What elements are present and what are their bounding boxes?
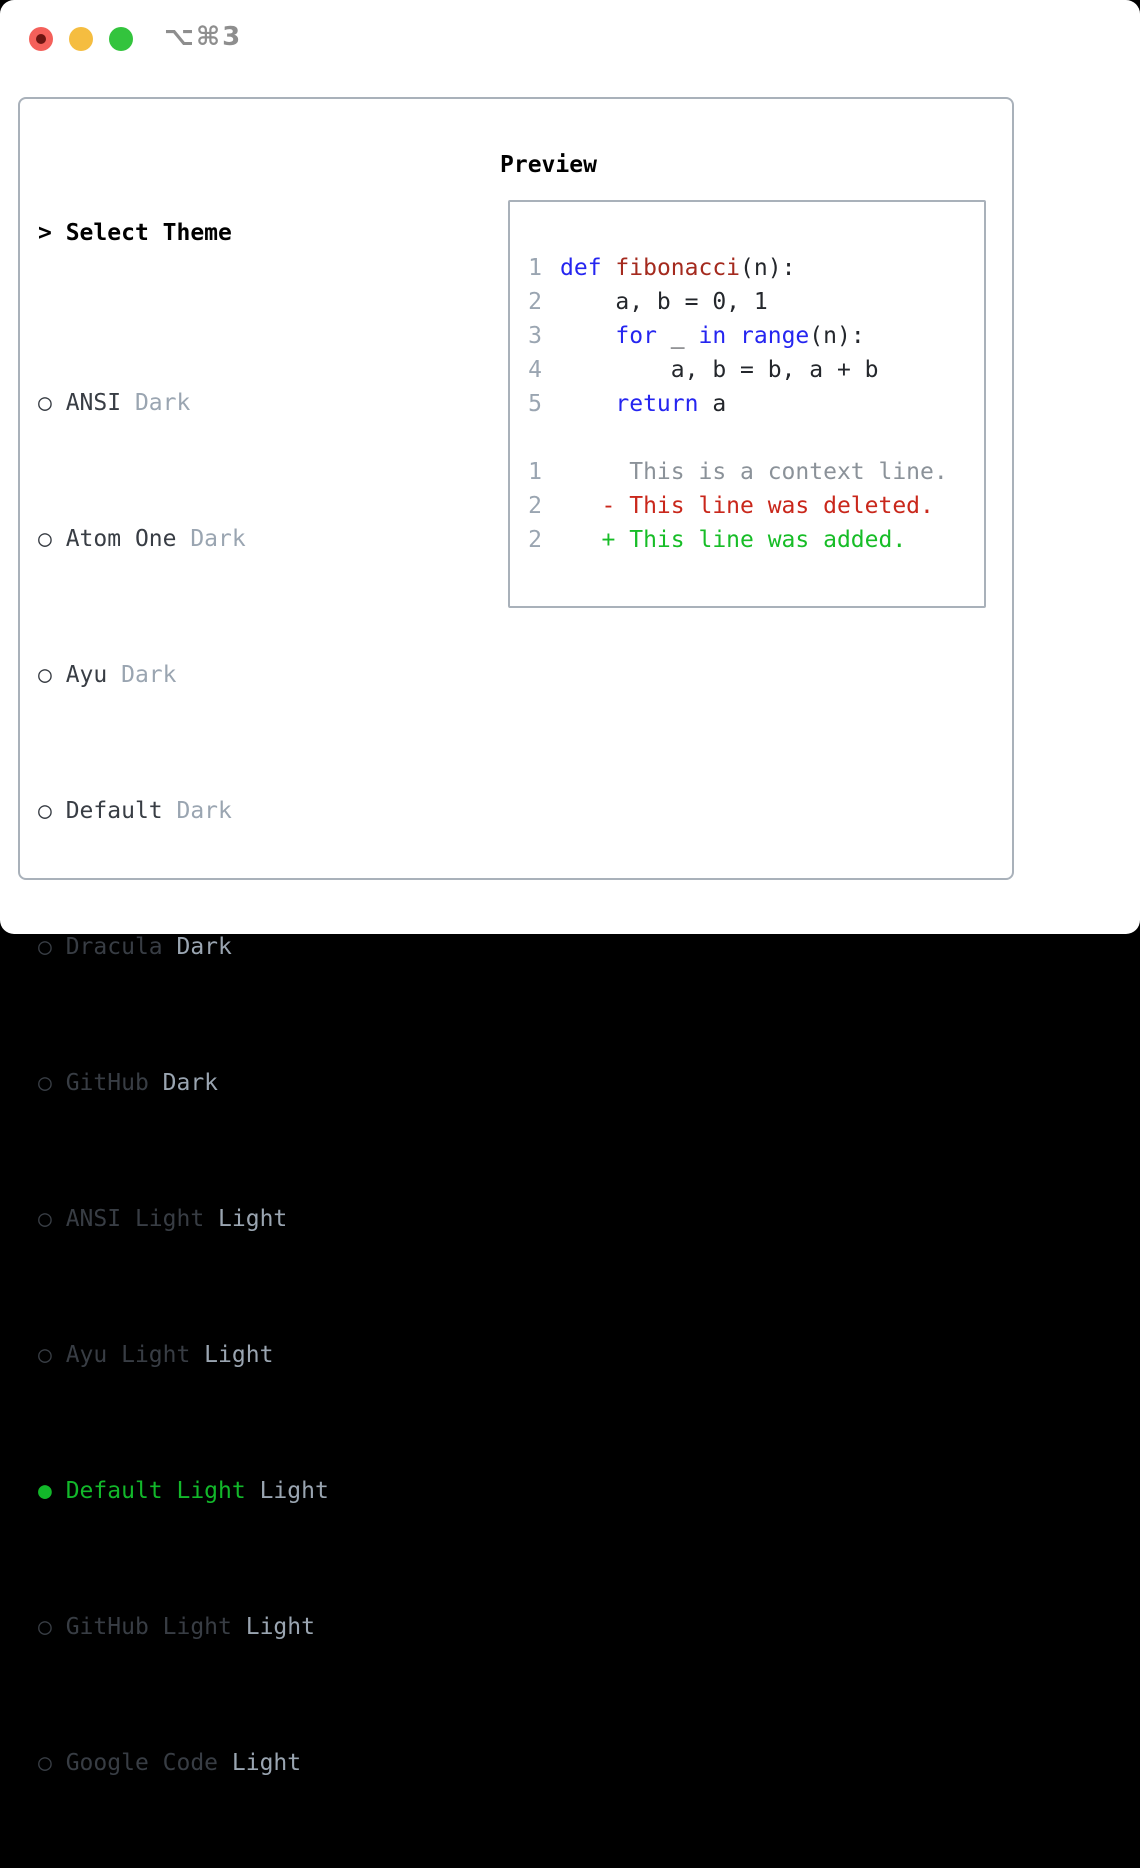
theme-option[interactable]: ○ Dracula Dark <box>38 930 426 964</box>
theme-variant: Light <box>218 1750 302 1776</box>
preview-header: Preview <box>500 152 597 178</box>
theme-variant: Light <box>231 1614 315 1640</box>
code-segment: (n): <box>809 323 865 349</box>
code-text: def fibonacci(n): <box>560 251 795 285</box>
radio-icon: ○ <box>38 934 66 960</box>
line-number: 5 <box>528 391 542 417</box>
theme-selector: > Select Theme ○ ANSI Dark ○ Atom One Da… <box>38 148 426 1868</box>
theme-option[interactable]: ○ GitHub Light Light <box>38 1610 426 1644</box>
theme-name: Atom One <box>65 526 177 552</box>
radio-icon: ○ <box>38 390 66 416</box>
radio-icon: ○ <box>38 798 66 824</box>
code-text: a, b = b, a + b <box>560 353 879 387</box>
theme-option[interactable]: ○ Google Code Light <box>38 1746 426 1780</box>
theme-name: Default Light <box>65 1478 246 1504</box>
code-text: - This line was deleted. <box>560 493 934 519</box>
code-segment: return <box>615 391 699 417</box>
traffic-light-zoom-button[interactable] <box>109 27 133 51</box>
theme-variant: Light <box>190 1342 274 1368</box>
theme-variant: Dark <box>107 662 177 688</box>
theme-name: Dracula <box>65 934 163 960</box>
radio-icon: ● <box>38 1478 66 1504</box>
line-number: 2 <box>528 289 542 315</box>
code-line: 5 return a <box>510 387 984 421</box>
radio-icon: ○ <box>38 1342 66 1368</box>
theme-option[interactable]: ○ Atom One Dark <box>38 522 426 556</box>
code-segment: a <box>698 391 727 417</box>
theme-variant: Dark <box>148 1070 219 1096</box>
theme-name: Ayu Light <box>65 1342 191 1368</box>
theme-option[interactable]: ● Default Light Light <box>38 1474 426 1508</box>
line-number: 1 <box>528 255 542 281</box>
theme-variant: Dark <box>162 798 232 824</box>
code-segment: (n): <box>740 255 796 281</box>
code-line: 2 + This line was added. <box>510 523 984 557</box>
code-segment: fibonacci <box>615 255 741 281</box>
radio-icon: ○ <box>38 526 66 552</box>
code-segment: for <box>615 323 657 349</box>
traffic-light-minimize-button[interactable] <box>69 27 93 51</box>
code-line: 1 This is a context line. <box>510 455 984 489</box>
theme-name: Google Code <box>65 1750 219 1776</box>
theme-list: ○ ANSI Dark ○ Atom One Dark ○ Ayu Dark ○… <box>38 318 426 1868</box>
theme-option[interactable]: ○ GitHub Dark <box>38 1066 426 1100</box>
radio-icon: ○ <box>38 1070 66 1096</box>
code-line: 3 for _ in range(n): <box>510 319 984 353</box>
code-segment: in <box>698 323 727 349</box>
theme-name: GitHub Light <box>65 1614 232 1640</box>
code-line: 2 - This line was deleted. <box>510 489 984 523</box>
theme-option[interactable]: ○ Ayu Dark <box>38 658 426 692</box>
code-text: + This line was added. <box>560 527 907 553</box>
code-line: 2 a, b = 0, 1 <box>510 285 984 319</box>
theme-name: Ayu <box>65 662 108 688</box>
code-segment <box>560 391 615 417</box>
theme-option[interactable]: ○ ANSI Dark <box>38 386 426 420</box>
theme-variant: Dark <box>162 934 232 960</box>
select-theme-label: Select Theme <box>65 220 232 246</box>
theme-option[interactable]: ○ Ayu Light Light <box>38 1338 426 1372</box>
theme-name: Default <box>65 798 163 824</box>
theme-variant: Dark <box>176 526 246 552</box>
line-number: 1 <box>528 459 542 485</box>
code-segment <box>602 255 616 281</box>
line-number: 4 <box>528 357 542 383</box>
code-text: for _ in range(n): <box>560 319 865 353</box>
code-line: 1 def fibonacci(n): <box>510 251 984 285</box>
code-segment <box>560 323 615 349</box>
radio-icon: ○ <box>38 662 66 688</box>
code-line: 4 a, b = b, a + b <box>510 353 984 387</box>
theme-name: ANSI Light <box>65 1206 205 1232</box>
cursor-icon: > <box>38 220 66 246</box>
line-number: 3 <box>528 323 542 349</box>
theme-option[interactable]: ○ Default Dark <box>38 794 426 828</box>
code-segment: def <box>560 255 602 281</box>
window-title: ⌥⌘3 <box>164 22 243 52</box>
theme-name: GitHub <box>65 1070 149 1096</box>
radio-icon: ○ <box>38 1614 66 1640</box>
code-text: return a <box>560 387 726 421</box>
code-segment: range <box>740 323 810 349</box>
line-number: 2 <box>528 493 542 519</box>
radio-icon: ○ <box>38 1206 66 1232</box>
code-segment: a, b = b, a + b <box>560 357 879 383</box>
radio-icon: ○ <box>38 1750 66 1776</box>
theme-name: ANSI <box>65 390 122 416</box>
code-segment: a, b = 0, 1 <box>560 289 768 315</box>
theme-variant: Dark <box>121 390 191 416</box>
traffic-light-close-button[interactable] <box>29 27 53 51</box>
code-segment: _ <box>656 323 699 349</box>
code-text: This is a context line. <box>560 459 948 485</box>
theme-variant: Light <box>204 1206 288 1232</box>
select-theme-header: > Select Theme <box>38 216 426 250</box>
diff-preview: 1 This is a context line. 2 - This line … <box>510 455 984 557</box>
theme-variant: Light <box>245 1478 329 1504</box>
line-number: 2 <box>528 527 542 553</box>
theme-option[interactable]: ○ ANSI Light Light <box>38 1202 426 1236</box>
app-window: ⌥⌘3 > Select Theme ○ ANSI Dark ○ Atom On… <box>0 0 1140 1776</box>
code-text: a, b = 0, 1 <box>560 285 768 319</box>
code-segment <box>726 323 740 349</box>
